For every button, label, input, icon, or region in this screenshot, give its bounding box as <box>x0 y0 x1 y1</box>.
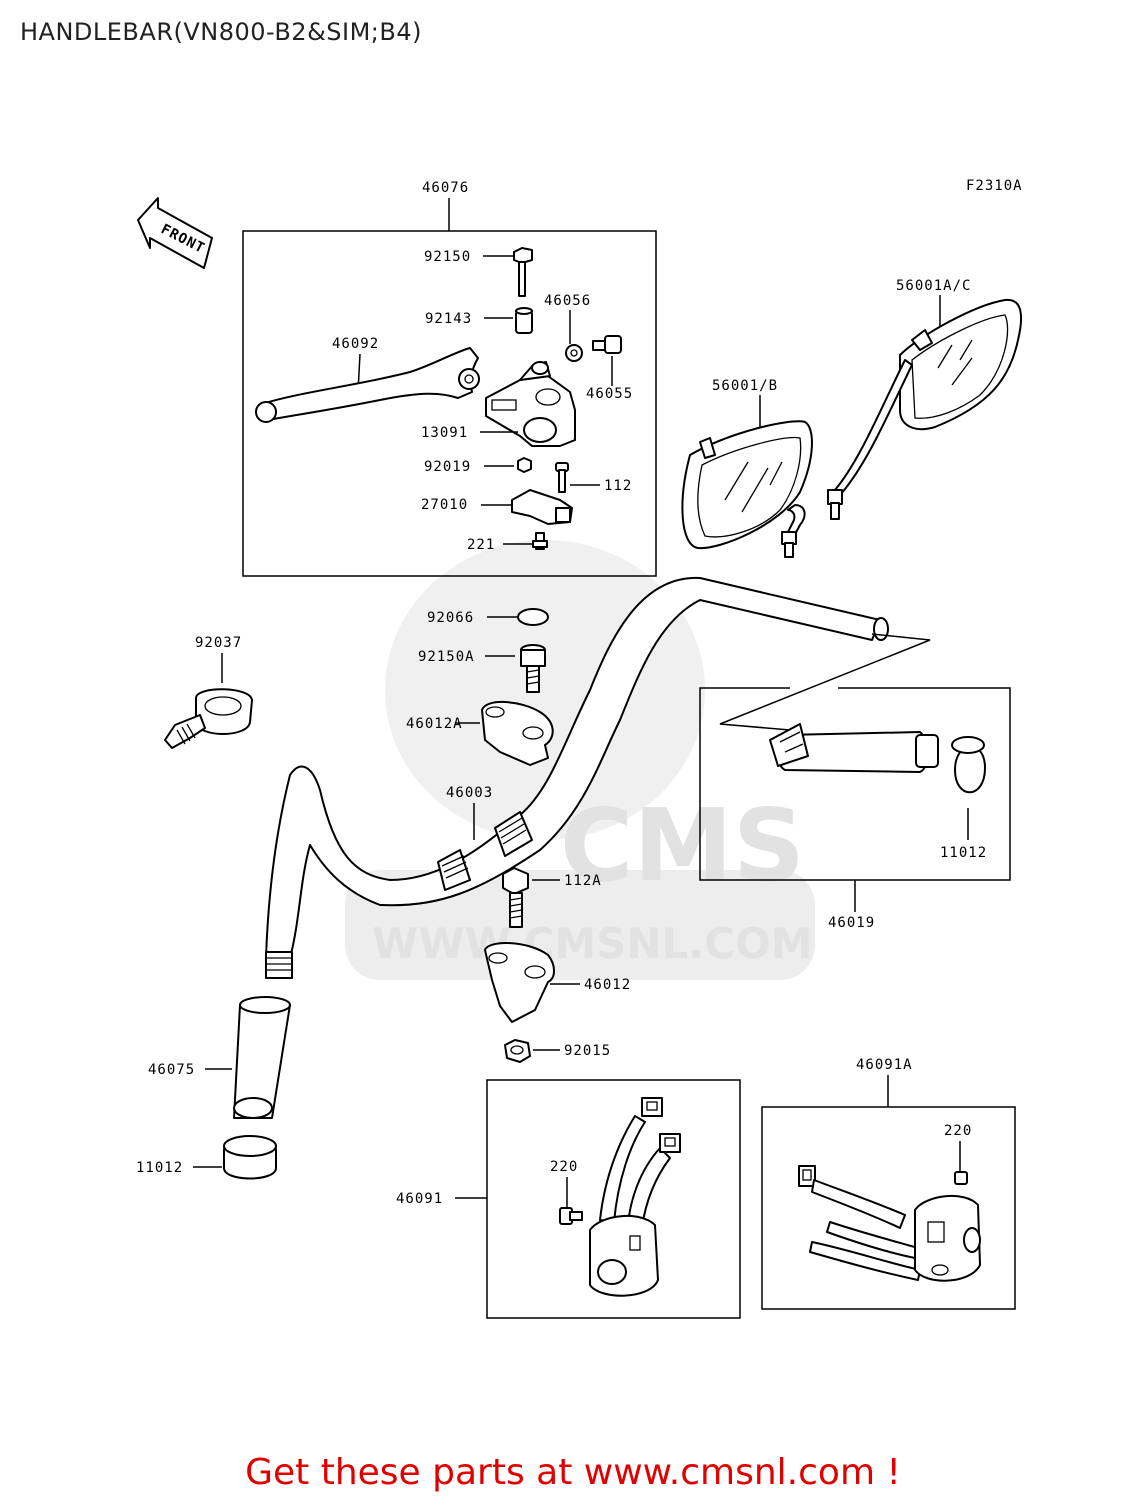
label-220-a: 220 <box>550 1159 578 1175</box>
bolt-92150A: 92150A <box>418 644 546 693</box>
right-switch-box: 46091A 220 <box>761 1057 1016 1310</box>
mirror-56001AC: 56001A/C <box>827 278 1023 520</box>
label-27010: 27010 <box>421 497 468 513</box>
label-46092: 46092 <box>332 336 379 352</box>
label-92143: 92143 <box>425 311 472 327</box>
nut-92019: 92019 <box>424 457 532 475</box>
adjuster-46055: 46055 <box>586 335 633 402</box>
front-arrow-icon: FRONT <box>137 197 213 269</box>
left-switch-box: 46091 220 <box>396 1079 741 1319</box>
label-46012: 46012 <box>584 977 631 993</box>
label-46091: 46091 <box>396 1191 443 1207</box>
label-92037: 92037 <box>195 635 242 651</box>
mirror-56001B: 56001/B <box>681 378 813 558</box>
label-11012-a: 11012 <box>940 845 987 861</box>
label-11012-b: 11012 <box>136 1160 183 1176</box>
grip-46075: 46075 <box>148 996 291 1119</box>
screw-112: 112 <box>555 462 632 494</box>
lever-assembly-box: 46076 <box>242 180 657 577</box>
holder-46012: 46012 <box>484 942 631 1023</box>
label-46003: 46003 <box>446 785 493 801</box>
cap-92066: 92066 <box>427 608 549 626</box>
label-220-b: 220 <box>944 1123 972 1139</box>
label-221: 221 <box>467 537 495 553</box>
diagram-code: F2310A <box>966 178 1023 194</box>
bracket-13091: 13091 <box>421 361 576 447</box>
watermark-logo: CMS <box>560 787 805 904</box>
grip-assembly-box: 46019 11012 <box>699 633 1011 931</box>
nut-92015: 92015 <box>504 1039 611 1063</box>
label-46076: 46076 <box>422 180 469 196</box>
bolt-112A: 112A <box>502 867 602 928</box>
watermark-url: WWW.CMSNL.COM <box>372 919 813 968</box>
nut-46056: 46056 <box>544 293 591 362</box>
label-46055: 46055 <box>586 386 633 402</box>
label-13091: 13091 <box>421 425 468 441</box>
label-92066: 92066 <box>427 610 474 626</box>
clamp-92037: 92037 <box>164 635 253 749</box>
label-92015: 92015 <box>564 1043 611 1059</box>
parts-diagram: CMS WWW.CMSNL.COM F2310A FRONT 46076 921… <box>136 178 1023 1319</box>
label-92150A: 92150A <box>418 649 475 665</box>
collar-92143: 92143 <box>425 307 533 334</box>
label-92019: 92019 <box>424 459 471 475</box>
label-46056: 46056 <box>544 293 591 309</box>
lever-46092: 46092 <box>255 336 480 423</box>
label-56001B: 56001/B <box>712 378 778 394</box>
bolt-92150: 92150 <box>424 247 533 297</box>
switch-27010: 27010 <box>421 489 573 525</box>
page-title: HANDLEBAR(VN800-B2&SIM;B4) <box>20 18 422 46</box>
label-56001AC: 56001A/C <box>896 278 971 294</box>
label-46012A: 46012A <box>406 716 463 732</box>
holder-46012A: 46012A <box>406 700 554 766</box>
label-92150: 92150 <box>424 249 471 265</box>
label-112: 112 <box>604 478 632 494</box>
label-46019: 46019 <box>828 915 875 931</box>
label-46075: 46075 <box>148 1062 195 1078</box>
watermark: CMS WWW.CMSNL.COM <box>345 540 815 980</box>
footer-banner[interactable]: Get these parts at www.cmsnl.com ! <box>245 1452 901 1493</box>
end-weight-11012: 11012 <box>136 1135 277 1180</box>
label-46091A: 46091A <box>856 1057 913 1073</box>
screw-221: 221 <box>467 532 548 553</box>
label-112A: 112A <box>564 873 602 889</box>
handlebar-46003: 46003 <box>265 576 889 979</box>
